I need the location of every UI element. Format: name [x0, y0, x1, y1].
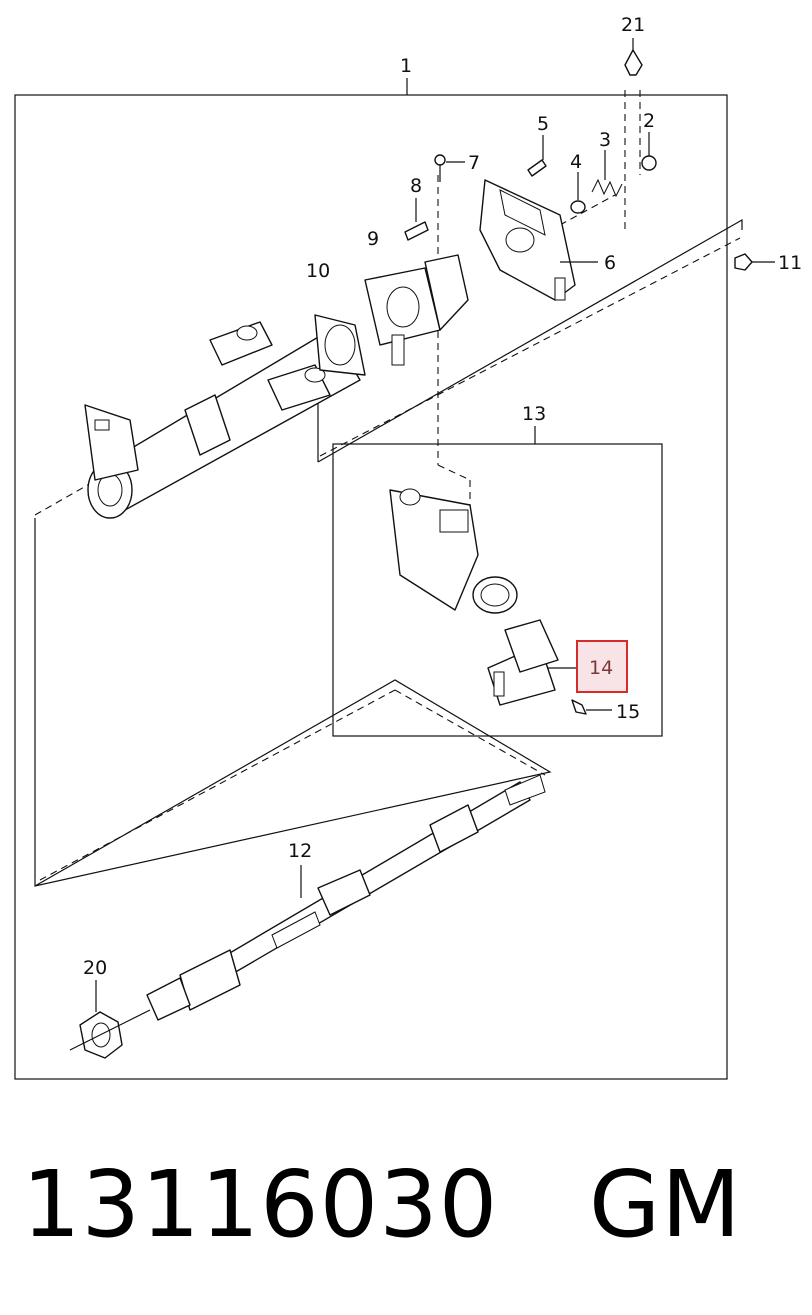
callout-5: 5: [537, 113, 549, 135]
assembly-frame: [14, 94, 728, 1080]
steering-shaft: [146, 774, 546, 1021]
washer-4: [570, 172, 586, 214]
callout-9: 9: [367, 228, 379, 250]
ignition-housing: [389, 488, 518, 614]
callout-6: 6: [604, 252, 616, 274]
screw-7: [434, 154, 465, 182]
clip-21: [624, 38, 643, 76]
callout-3: 3: [599, 129, 611, 151]
callout-13: 13: [522, 403, 546, 425]
part-number: 13116030: [22, 1151, 499, 1258]
exploded-parts-diagram: 1 21 2 3 4 5 6 7 8 9 10 11 13 14 15 12 2…: [14, 14, 802, 1080]
lock-housing: [479, 179, 598, 301]
callout-14: 14: [589, 657, 613, 679]
spring-3: [591, 150, 623, 198]
brand-name: GM: [589, 1151, 742, 1258]
part-caption: 13116030 GM: [22, 1145, 742, 1265]
flange-block: [364, 254, 469, 366]
callout-21: 21: [621, 14, 645, 36]
ignition-switch: [487, 619, 577, 706]
callout-20: 20: [83, 957, 107, 979]
nut-11: [734, 253, 775, 271]
bolt-8: [404, 198, 429, 241]
caption-gap: [498, 1151, 589, 1258]
callout-15: 15: [616, 701, 640, 723]
column-tube: [84, 314, 366, 519]
callout-7: 7: [468, 152, 480, 174]
callout-11: 11: [778, 252, 802, 274]
callout-12: 12: [288, 840, 312, 862]
callout-4: 4: [570, 151, 582, 173]
highlight-box: [576, 640, 628, 693]
grommet-20: [69, 980, 151, 1059]
screw-15: [571, 699, 612, 715]
subassembly-frame: [332, 443, 663, 737]
cap-2: [641, 132, 657, 171]
callout-2: 2: [643, 110, 655, 132]
callout-1: 1: [400, 55, 412, 77]
screw-5: [527, 135, 547, 177]
callout-8: 8: [410, 175, 422, 197]
callout-10: 10: [306, 260, 330, 282]
